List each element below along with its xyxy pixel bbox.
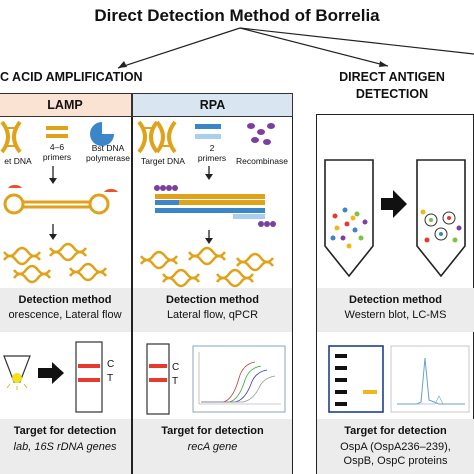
lamp-primers-icon xyxy=(46,126,68,138)
antigen-detection-band xyxy=(317,288,474,332)
lamp-lateral-flow-strip xyxy=(75,341,103,413)
rpa-target-band xyxy=(133,419,292,474)
diagram-title: Direct Detection Method of Borrelia xyxy=(94,6,380,25)
lamp-amplified-dna-icon xyxy=(3,242,107,284)
lamp-dna-helix-icon xyxy=(0,120,22,154)
rpa-detection-title: Detection method xyxy=(166,294,259,306)
rpa-illustration xyxy=(137,120,276,288)
lamp-target-dna-label: et DNA xyxy=(4,156,32,166)
lamp-primers-label: 4–6 primers xyxy=(42,142,72,162)
antigen-detection-text: Western blot, LC-MS xyxy=(344,309,447,321)
lamp-down-arrow-icon xyxy=(49,166,57,184)
rpa-tab: RPA xyxy=(132,93,293,117)
rpa-target-dna-label: Target DNA xyxy=(141,156,185,166)
section-nucleic-header: C ACID AMPLIFICATION xyxy=(0,70,143,84)
right-arrow-icon xyxy=(381,190,407,218)
lamp-illustration xyxy=(0,120,118,284)
lamp-target-band xyxy=(0,419,131,474)
lc-ms-plot-icon xyxy=(390,345,470,413)
section-antigen-header-line1: DIRECT ANTIGEN xyxy=(339,70,445,84)
rpa-strand-invasion-icon xyxy=(154,185,276,227)
antigen-target-line1: OspA (OspA236–239), xyxy=(340,441,451,453)
section-antigen-header-line2: DETECTION xyxy=(355,87,429,101)
antigen-target-line2: OspB, OspC proteins xyxy=(343,455,448,467)
lamp-strip-t-label: T xyxy=(107,373,114,384)
title-connector-lines xyxy=(117,27,474,69)
right-arrow-icon xyxy=(38,362,64,384)
rpa-target-title: Target for detection xyxy=(161,425,264,437)
rpa-down-arrow-icon-2 xyxy=(205,230,213,244)
lamp-target-text: lab, 16S rDNA genes xyxy=(13,441,117,453)
rpa-lateral-flow-strip xyxy=(146,343,170,415)
lamp-panel xyxy=(0,93,132,474)
lamp-dumbbell-icon xyxy=(3,184,118,215)
antigen-target-title: Target for detection xyxy=(344,425,447,437)
sample-tube-icon xyxy=(324,159,374,278)
western-blot-icon xyxy=(328,345,384,413)
lamp-strip-c-label: C xyxy=(107,359,115,370)
rpa-target-text: recA gene xyxy=(187,441,238,453)
lamp-polymerase-label: Bst DNA polymerase xyxy=(86,143,130,163)
rpa-primers-icon xyxy=(195,124,221,139)
rpa-dna-helix-icon xyxy=(137,120,177,154)
lamp-detection-text: orescence, Lateral flow xyxy=(8,309,122,321)
rpa-detection-band xyxy=(133,288,292,332)
tube-icon xyxy=(3,355,31,390)
antigen-detection-title: Detection method xyxy=(349,294,442,306)
qpcr-plot-icon xyxy=(192,345,286,413)
rpa-amplified-dna-icon xyxy=(140,246,274,288)
rpa-detection-text: Lateral flow, qPCR xyxy=(166,309,259,321)
lamp-down-arrow-icon-2 xyxy=(49,224,57,240)
rpa-readout xyxy=(146,343,286,415)
rpa-down-arrow-icon xyxy=(205,166,213,180)
lamp-detection-band xyxy=(0,288,131,332)
lamp-readout xyxy=(3,341,103,413)
antigen-target-band xyxy=(317,419,474,474)
rpa-primers-label: 2 primers xyxy=(197,143,227,163)
antigen-illustration xyxy=(324,159,466,278)
lamp-tab: LAMP xyxy=(0,93,132,117)
sample-tube-icon-2 xyxy=(416,159,466,278)
rpa-strip-c-label: C xyxy=(172,362,180,373)
rpa-recombinase-icon xyxy=(247,123,275,145)
rpa-strip-t-label: T xyxy=(172,376,179,387)
rpa-recombinase-label: Recombinase xyxy=(236,156,288,166)
lamp-polymerase-icon xyxy=(90,122,114,146)
lamp-detection-title: Detection method xyxy=(18,294,112,306)
lamp-target-title: Target for detection xyxy=(13,425,117,437)
antigen-readout xyxy=(328,345,470,413)
